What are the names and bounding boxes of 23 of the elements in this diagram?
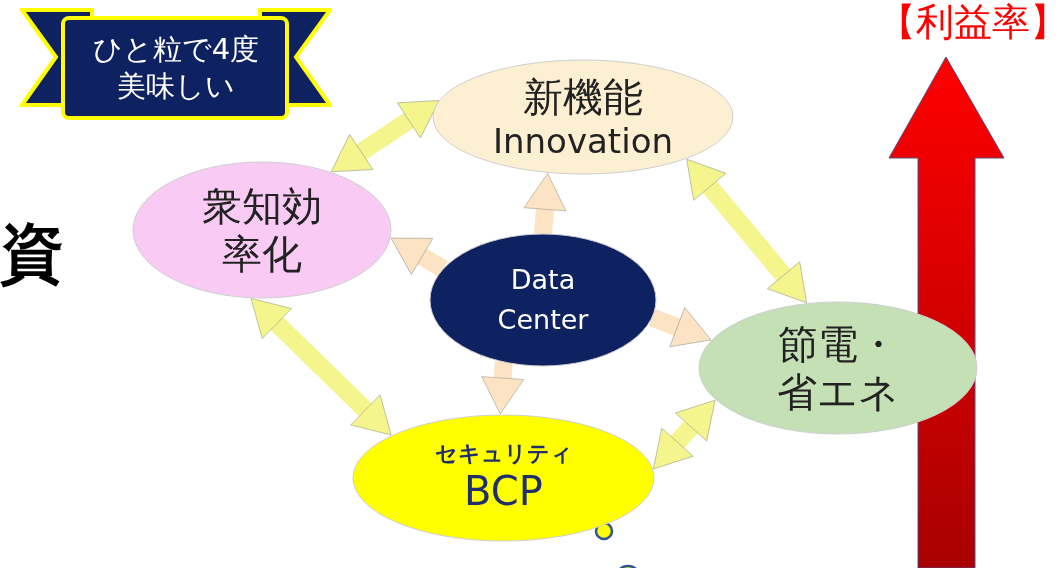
block-arrow <box>330 100 440 173</box>
node-label: 新機能 <box>523 72 643 121</box>
node-label: 節電・省エネ <box>776 320 900 416</box>
block-arrow <box>648 307 712 348</box>
ellipse-node <box>697 300 979 436</box>
node-label: Data Center <box>496 262 590 337</box>
block-arrow <box>523 173 567 235</box>
axis-label: 【利益率】 <box>878 2 1058 44</box>
block-arrow <box>653 399 716 470</box>
ellipse-node <box>351 413 656 543</box>
block-arrow <box>481 361 524 415</box>
ellipse-node <box>431 58 735 176</box>
node-label: 衆知効率化 <box>201 182 323 278</box>
ellipse-node <box>428 232 658 368</box>
banner-text: ひと粒で4度美味しい <box>91 31 261 104</box>
node-label: BCP <box>464 467 543 516</box>
node-label: セキュリティ <box>434 440 573 468</box>
cut-off-text: 資 <box>0 218 64 289</box>
ellipse-node <box>131 160 393 300</box>
block-arrow <box>686 158 807 304</box>
node-label: Innovation <box>493 120 673 162</box>
block-arrow <box>390 237 448 277</box>
block-arrow <box>250 298 392 436</box>
